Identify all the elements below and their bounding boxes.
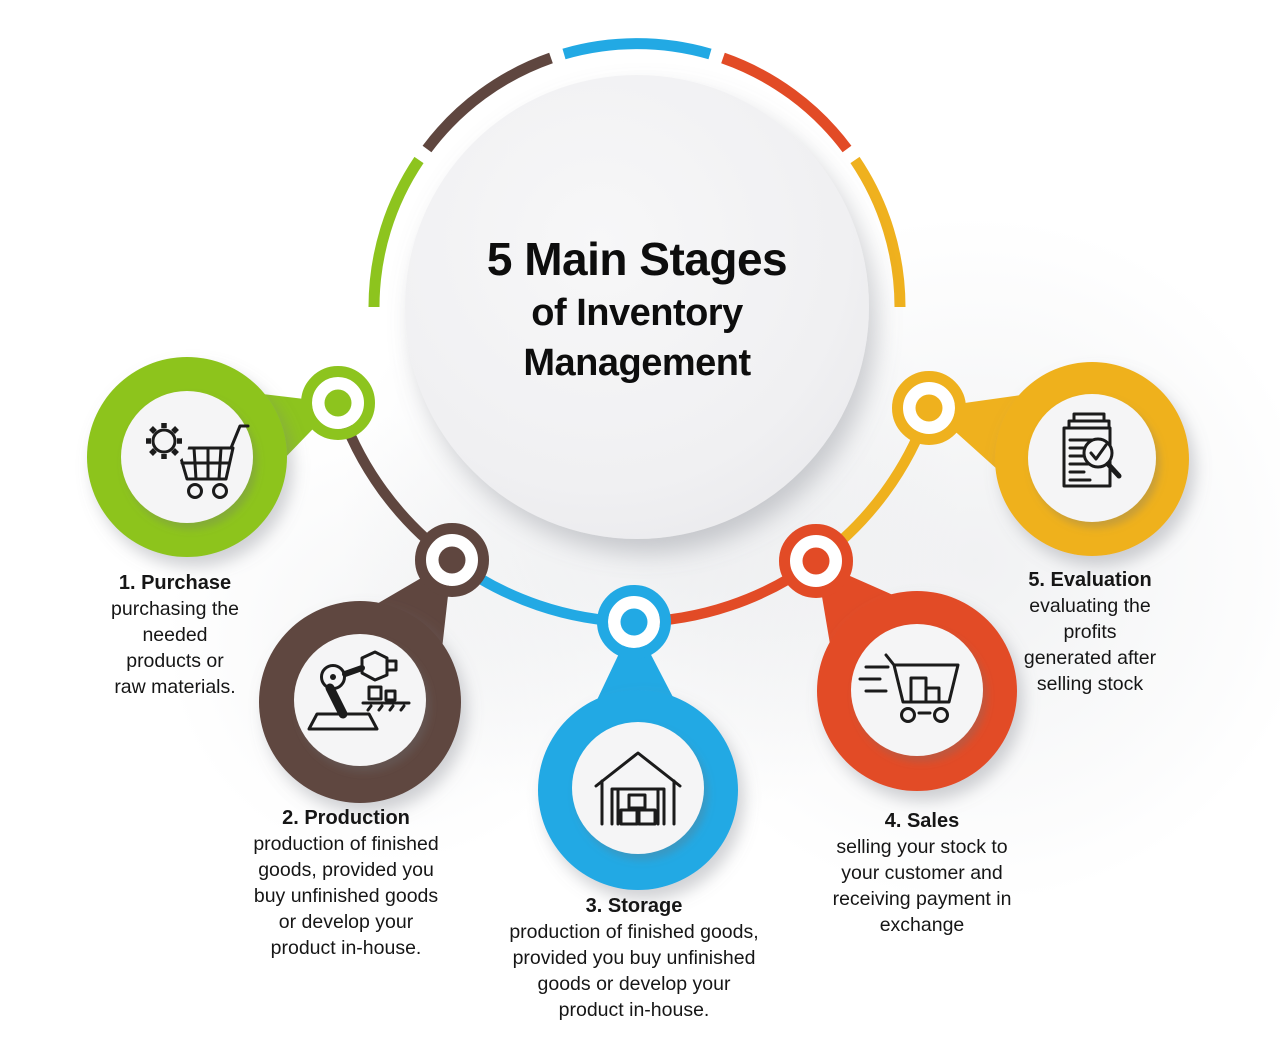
- outer-arc-brown: [422, 52, 553, 153]
- stage-2-bubble: [259, 560, 461, 803]
- outer-arc-blue: [562, 38, 712, 60]
- outer-arc-red: [721, 52, 852, 153]
- node-2-brown: [415, 523, 489, 597]
- stage-2-inner-circle: [294, 634, 426, 766]
- stage-4-description: selling your stock to your customer and …: [832, 836, 1012, 936]
- gear-cart-icon: [139, 416, 250, 499]
- stage-1-title: 1. Purchase: [118, 572, 232, 594]
- stage-3-title: 3. Storage: [585, 895, 683, 917]
- diagram-title-line1: 5 Main Stages: [486, 233, 788, 285]
- outer-ring: [368, 38, 906, 308]
- node-4-red: [779, 524, 853, 598]
- outer-arc-green: [368, 156, 424, 308]
- stage-5-bubble: [929, 362, 1189, 556]
- stage-1-bubble: [87, 357, 338, 557]
- outer-arc-yellow: [850, 156, 906, 308]
- node-1-green: [301, 366, 375, 440]
- robot-arm-icon: [307, 650, 411, 731]
- stage-2-title: 2. Production: [282, 807, 410, 829]
- report-magnifier-icon: [1062, 412, 1122, 488]
- warehouse-icon: [594, 751, 682, 826]
- stage-1-inner-circle: [121, 391, 253, 523]
- stage-1-description: purchasing the needed products or raw ma…: [111, 598, 239, 698]
- stage-5-title: 5. Evaluation: [1028, 569, 1152, 591]
- timeline-nodes: [301, 366, 966, 659]
- node-5-yellow: [892, 371, 966, 445]
- stage-3-label: 3. Storage production of finished goods,…: [458, 893, 810, 1023]
- diagram-title-line3: Management: [523, 342, 751, 384]
- stage-3-tail: [596, 622, 675, 702]
- stage-4-inner-circle: [851, 624, 983, 756]
- center-circle: [405, 75, 869, 539]
- stage-3-bubble: [538, 622, 738, 890]
- fast-cart-icon: [858, 653, 960, 723]
- stage-3-description: production of finished goods, provided y…: [509, 921, 759, 1021]
- stage-1-label: 1. Purchase purchasing the needed produc…: [85, 570, 265, 700]
- node-3-blue: [597, 585, 671, 659]
- stage-5-description: evaluating the profits generated after s…: [1023, 595, 1157, 695]
- stage-5-label: 5. Evaluation evaluating the profits gen…: [978, 567, 1202, 697]
- stage-4-title: 4. Sales: [884, 810, 960, 832]
- stage-2-description: production of finished goods, provided y…: [253, 833, 439, 959]
- stage-2-label: 2. Production production of finished goo…: [221, 805, 471, 961]
- diagram-title-line2: of Inventory: [531, 292, 743, 334]
- stage-4-label: 4. Sales selling your stock to your cust…: [788, 808, 1056, 938]
- diagram-title: 5 Main Stages of Inventory Management: [437, 231, 837, 388]
